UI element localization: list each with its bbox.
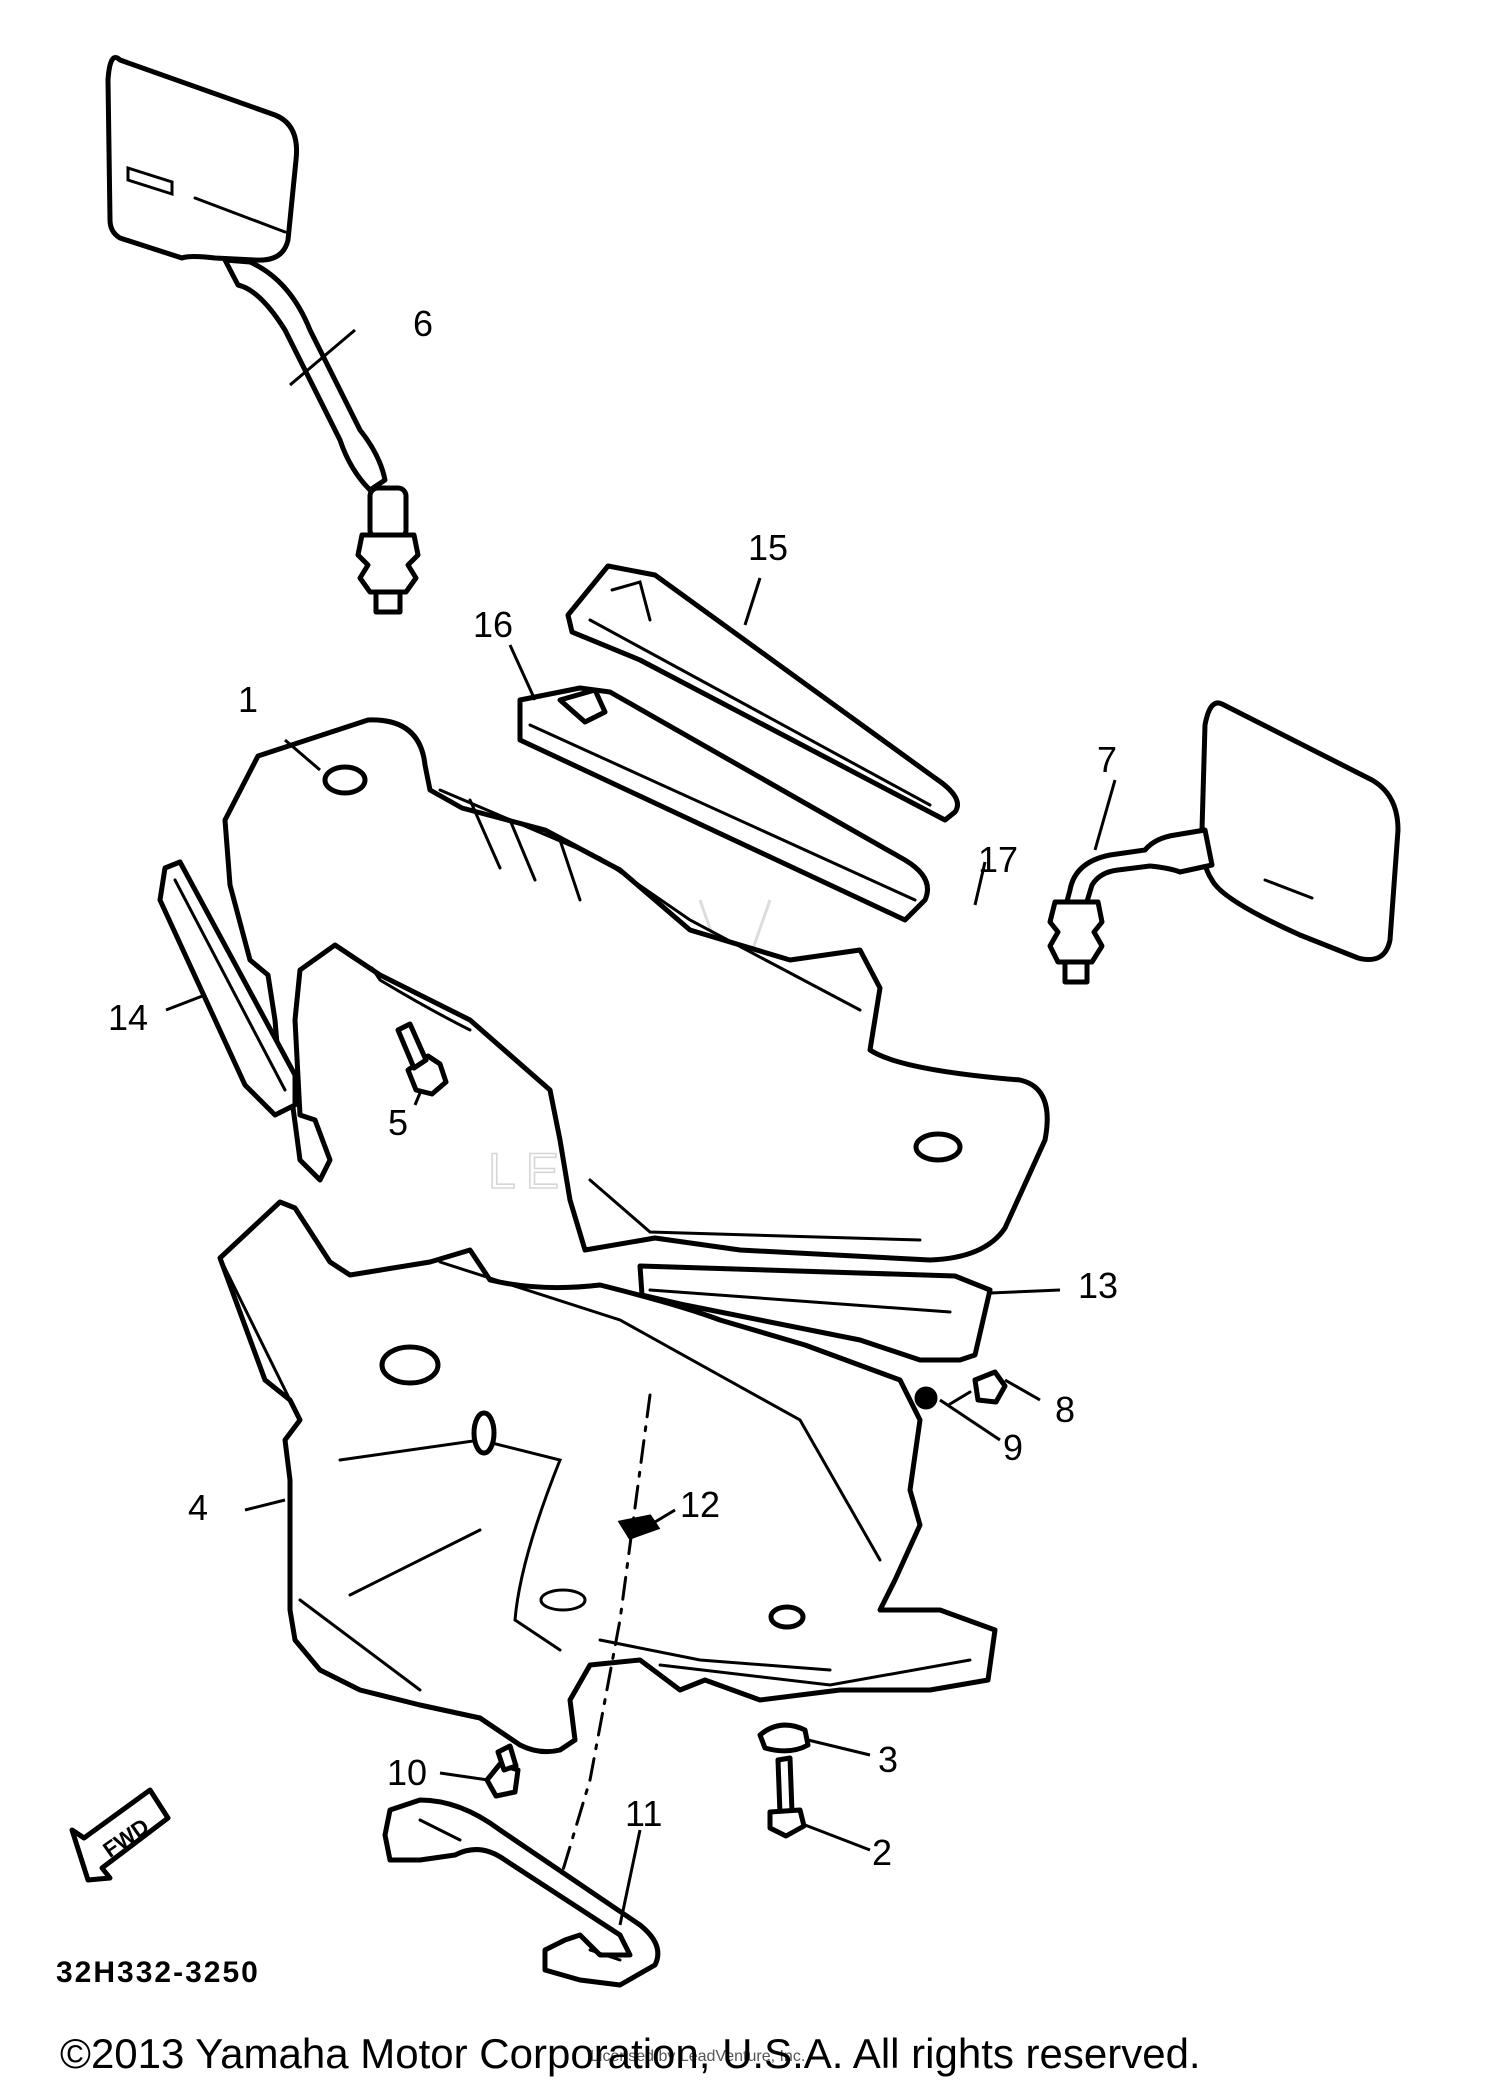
upper-cover-panel xyxy=(565,563,960,823)
inner-cover xyxy=(517,685,930,923)
callout-13: 13 xyxy=(1078,1265,1118,1306)
callout-2: 2 xyxy=(872,1832,892,1873)
grommet-3 xyxy=(757,1722,811,1754)
handlebar-lower-cover xyxy=(217,1199,998,1755)
callout-1: 1 xyxy=(238,679,258,720)
callout-4: 4 xyxy=(188,1487,208,1528)
diagram-code: 32H332-3250 xyxy=(56,1956,260,1989)
screw-10 xyxy=(484,1743,521,1799)
fwd-arrow-icon: FWD xyxy=(69,1787,171,1883)
bolt-5 xyxy=(395,1021,449,1097)
bolt-2 xyxy=(767,1755,807,1839)
right-mirror xyxy=(1047,700,1401,985)
callout-7: 7 xyxy=(1097,739,1117,780)
bolt-8 xyxy=(948,1369,1008,1406)
license-note: Licensed by LeadVenture, Inc. xyxy=(590,2048,806,2065)
callout-3: 3 xyxy=(878,1739,898,1780)
callout-5: 5 xyxy=(388,1102,408,1143)
callout-9: 9 xyxy=(1003,1427,1023,1468)
callout-12: 12 xyxy=(680,1484,720,1525)
assembly-line xyxy=(558,1393,652,1882)
washer-9 xyxy=(914,1386,938,1410)
handlebar-upper-cover xyxy=(222,717,1050,1263)
callout-8: 8 xyxy=(1055,1389,1075,1430)
callout-17: 17 xyxy=(978,839,1018,880)
callout-15: 15 xyxy=(748,527,788,568)
callout-11: 11 xyxy=(625,1793,662,1834)
left-trim-strip xyxy=(157,859,298,1118)
callout-16: 16 xyxy=(473,604,513,645)
leader-lines xyxy=(165,328,1117,1926)
callout-14: 14 xyxy=(108,997,148,1038)
copyright-notice: ©2013 Yamaha Motor Corporation, U.S.A. A… xyxy=(60,2030,1201,2077)
callout-labels: 6 7 1 14 5 15 16 17 13 8 9 4 12 10 3 2 1… xyxy=(108,303,1118,1873)
nut-12 xyxy=(617,1514,661,1540)
callout-10: 10 xyxy=(387,1752,427,1793)
lower-trim-bracket xyxy=(382,1797,661,1988)
callout-6: 6 xyxy=(413,303,433,344)
left-mirror xyxy=(105,55,421,615)
